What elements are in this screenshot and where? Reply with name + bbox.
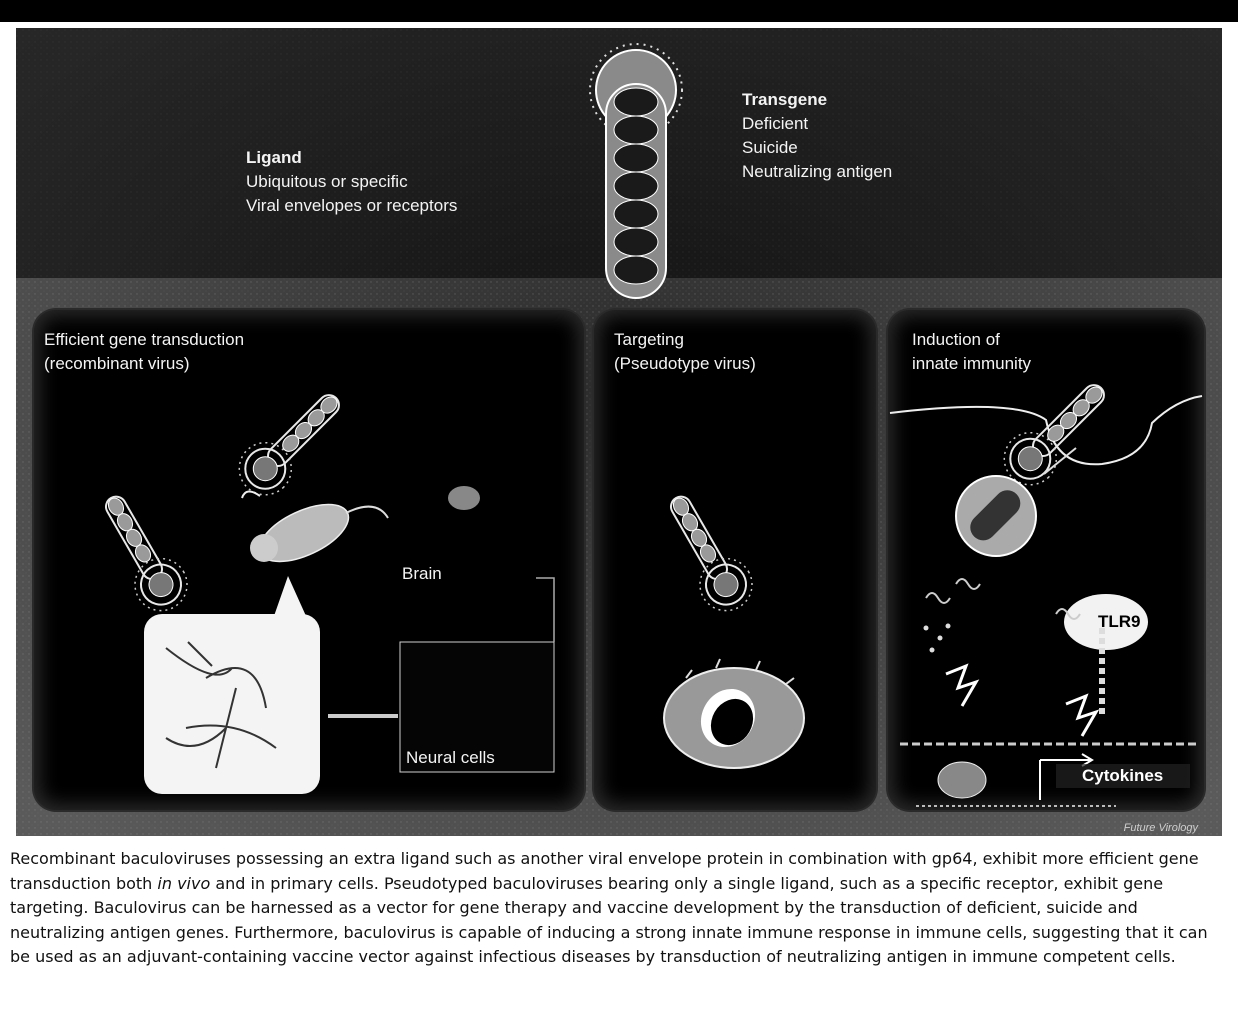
transgene-item-2: Suicide xyxy=(742,136,892,160)
brain-icon xyxy=(448,486,480,510)
baculovirus-particle-large xyxy=(590,44,682,298)
virus-panel3 xyxy=(994,370,1120,496)
figure-caption: Recombinant baculoviruses possessing an … xyxy=(10,847,1228,970)
panel3-title-line1: Induction of xyxy=(912,328,1031,352)
ligand-label-block: Ligand Ubiquitous or specific Viral enve… xyxy=(246,146,457,218)
signal-bolts xyxy=(946,666,1096,736)
transgene-title: Transgene xyxy=(742,90,827,109)
ligand-item-1: Ubiquitous or specific xyxy=(246,170,457,194)
cytokines-label: Cytokines xyxy=(1082,764,1163,788)
endosome xyxy=(956,476,1036,556)
baculovirus-figure: Ligand Ubiquitous or specific Viral enve… xyxy=(16,28,1222,836)
diagram-drawings xyxy=(16,28,1222,836)
neuron-callout xyxy=(144,576,320,794)
transgene-item-1: Deficient xyxy=(742,112,892,136)
credit-label: Future Virology xyxy=(1124,822,1198,834)
panel1-title-line2: (recombinant virus) xyxy=(44,352,244,376)
neural-cells-label: Neural cells xyxy=(406,746,495,770)
panel3-title-line2: innate immunity xyxy=(912,352,1031,376)
ligand-item-2: Viral envelopes or receptors xyxy=(246,194,457,218)
virus-panel1-b xyxy=(88,485,196,620)
panel2-title-line1: Targeting xyxy=(614,328,756,352)
panel3-title: Induction of innate immunity xyxy=(912,328,1031,376)
ligand-title: Ligand xyxy=(246,148,302,167)
brain-connector xyxy=(536,578,554,642)
tlr9-label: TLR9 xyxy=(1098,610,1141,634)
transgene-item-3: Neutralizing antigen xyxy=(742,160,892,184)
mouse-illustration xyxy=(242,491,388,573)
virus-panel2 xyxy=(653,485,761,620)
transgene-label-block: Transgene Deficient Suicide Neutralizing… xyxy=(742,88,892,184)
panel2-title-line2: (Pseudotype virus) xyxy=(614,352,756,376)
panel1-title-line1: Efficient gene transduction xyxy=(44,328,244,352)
panel1-title: Efficient gene transduction (recombinant… xyxy=(44,328,244,376)
brain-label: Brain xyxy=(402,562,442,586)
top-bar xyxy=(0,0,1238,22)
caption-italic: in vivo xyxy=(157,874,210,893)
virus-panel1-a xyxy=(229,380,355,506)
cpg-dna-fragments xyxy=(924,579,1081,653)
panel2-title: Targeting (Pseudotype virus) xyxy=(614,328,756,376)
target-cell xyxy=(664,659,804,768)
